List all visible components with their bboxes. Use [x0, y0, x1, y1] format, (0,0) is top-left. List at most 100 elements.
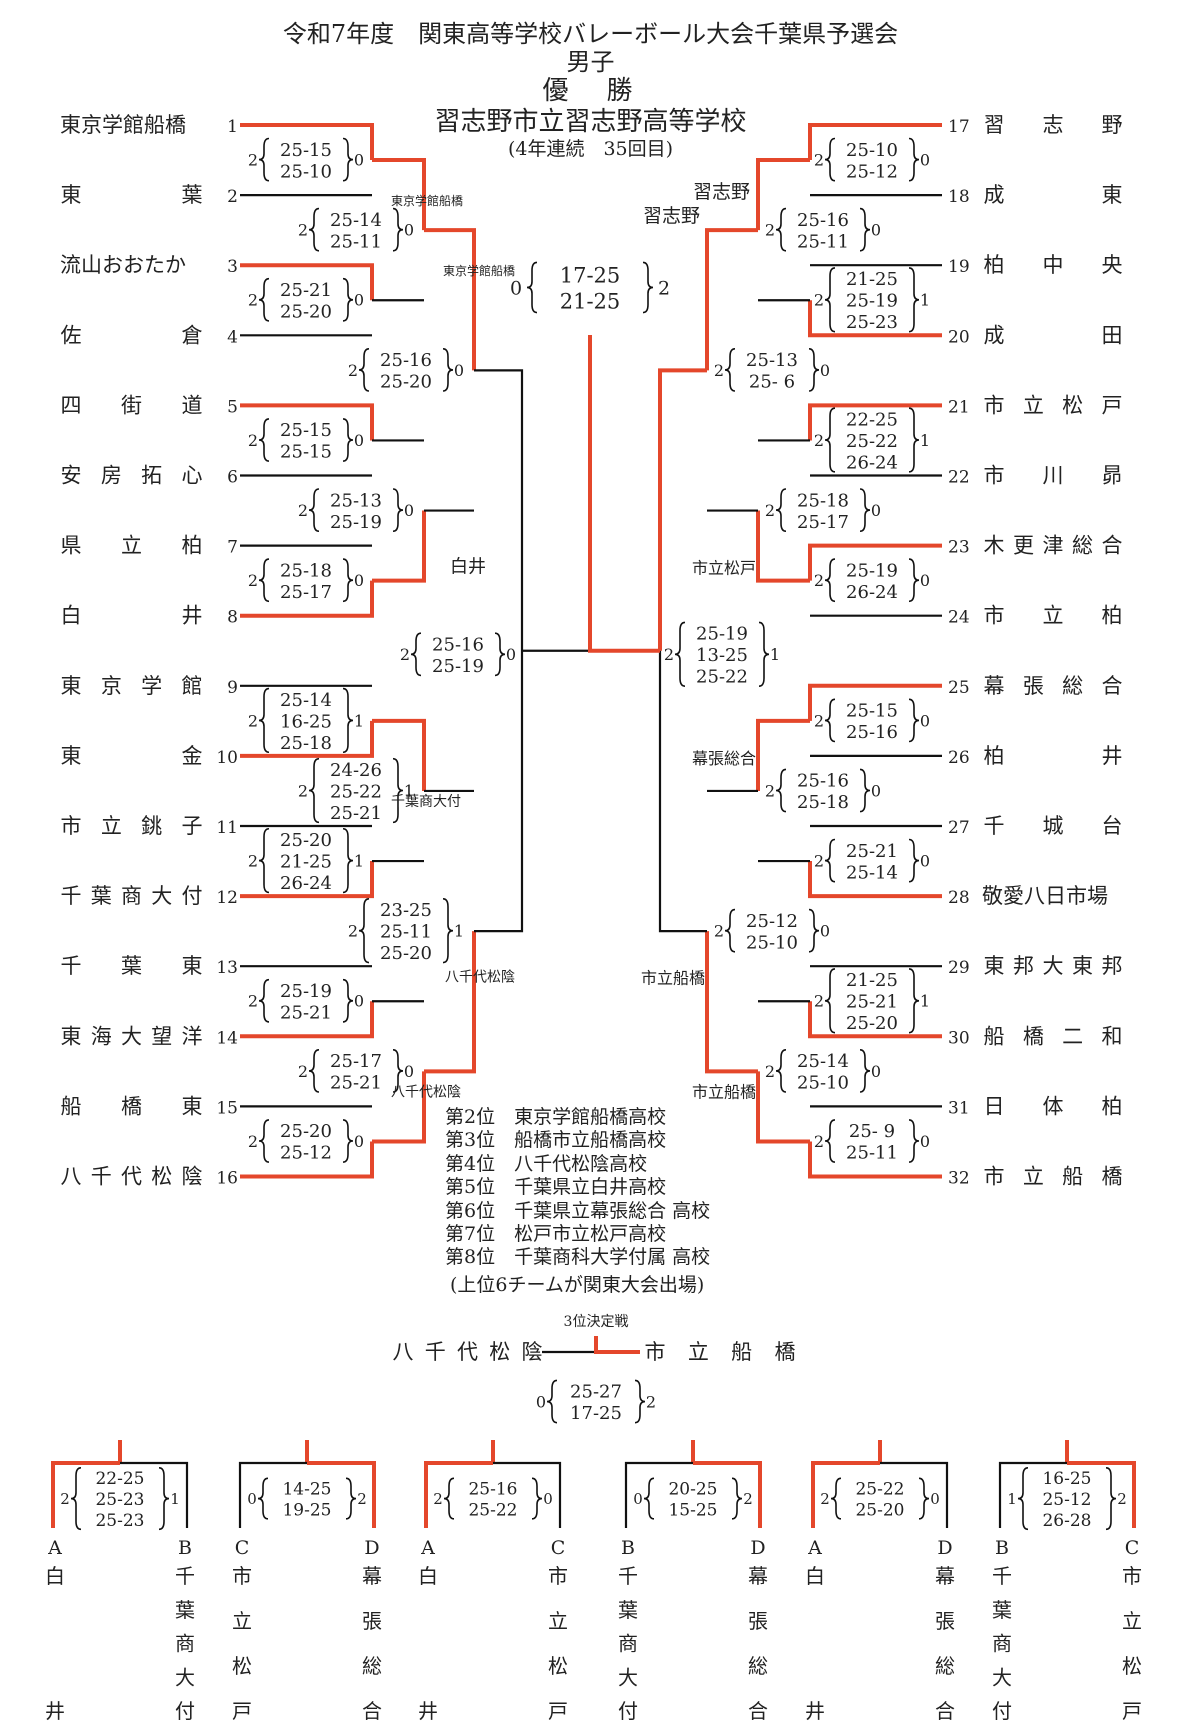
team-right-24-char-2: 柏 [1102, 604, 1123, 628]
placement-team-left-5-char-1: 葉 [992, 1598, 1012, 1622]
score-P3-0: 25-16 [468, 1480, 517, 1500]
sets-right-R2-2: 0 [871, 501, 881, 520]
placement-team-right-1-char-3: 合 [362, 1699, 382, 1723]
brace-left-P4 [643, 1477, 655, 1520]
score-R1-3-1: 25-22 [846, 431, 898, 452]
placement-team-left-4-char-1: 井 [805, 1699, 825, 1723]
score-R2-1-0: 25-16 [797, 210, 849, 231]
team-right-23-char-2: 津 [1043, 534, 1064, 558]
brace-right-R2-2 [859, 488, 871, 532]
sets-right-P3: 0 [543, 1490, 553, 1508]
right-r1-top-2 [808, 403, 942, 441]
left-r2-bot-3 [372, 1071, 426, 1144]
team-left-11-char-0: 市 [61, 814, 82, 838]
seed-left-9: 9 [227, 678, 238, 698]
placement-team-left-5-char-3: 大 [992, 1665, 1012, 1689]
third-place-left-char-1: 千 [425, 1340, 446, 1364]
team-right-20-char-1: 田 [1102, 323, 1123, 347]
team-right-30-char-0: 船 [984, 1024, 1005, 1048]
third-place-left-char-3: 松 [489, 1340, 510, 1364]
score-L1-3-1: 25-15 [280, 442, 332, 463]
brace-right-R1-1 [908, 137, 920, 182]
brace-right-F [642, 261, 654, 314]
team-left-9-char-3: 館 [182, 674, 203, 698]
left-r1-bot-5 [240, 861, 374, 899]
sets-left-R1-8: 2 [814, 1132, 824, 1151]
score-L2-3-2: 25-21 [330, 803, 382, 824]
placement-team-left-1-char-0: 市 [232, 1564, 252, 1588]
left-r3-top-0 [424, 228, 476, 371]
placement-team-right-4-char-1: 張 [935, 1609, 955, 1633]
placement-team-right-0-char-2: 商 [175, 1632, 195, 1656]
score-L3-1-0: 25-16 [380, 350, 432, 371]
sets-left-L1-1: 2 [248, 150, 258, 169]
brace-right-T3 [634, 1379, 646, 1424]
team-right-31-char-0: 日 [984, 1094, 1005, 1118]
right-r1-top-4 [808, 683, 942, 721]
team-right-29-char-4: 邦 [1102, 954, 1123, 978]
placement-team-right-5-char-0: 市 [1122, 1564, 1142, 1588]
score-R1-6-1: 25-14 [846, 862, 898, 883]
right-r1-bot-5 [808, 861, 942, 899]
team-right-32-char-0: 市 [984, 1165, 1005, 1189]
sets-left-L2-3: 2 [298, 781, 308, 800]
sets-left-R2-4: 2 [765, 1062, 775, 1081]
sets-left-P3: 2 [433, 1490, 443, 1508]
team-left-14-char-3: 望 [151, 1024, 172, 1048]
sets-right-P4: 2 [743, 1490, 753, 1508]
brace-left-R1-6 [824, 838, 836, 883]
sets-left-L1-7: 2 [248, 992, 258, 1011]
team-right-30-char-2: 二 [1062, 1024, 1083, 1048]
brace-right-L2-4 [392, 1049, 404, 1093]
rankings-note: (上位6チームが関東大会出場) [450, 1274, 705, 1296]
sets-right-R1-6: 0 [920, 851, 930, 870]
team-right-19-char-1: 中 [1043, 253, 1064, 277]
score-P4-0: 20-25 [668, 1480, 717, 1500]
score-R1-2-2: 25-23 [846, 312, 898, 333]
sets-left-P6: 1 [1007, 1490, 1017, 1508]
third-place-right-char-1: 立 [688, 1340, 709, 1364]
team-right-27-char-2: 台 [1102, 814, 1123, 838]
team-right-25-char-3: 合 [1102, 674, 1123, 698]
placement-team-right-2-char-3: 戸 [548, 1699, 568, 1723]
placement-team-right-2-char-0: 市 [548, 1564, 568, 1588]
brace-right-L3-2 [442, 898, 454, 964]
placement-key-left-2: A [420, 1537, 435, 1559]
brace-left-R1-8 [824, 1119, 836, 1163]
team-left-6-char-0: 安 [61, 464, 82, 488]
placement-team-right-1-char-1: 張 [362, 1609, 382, 1633]
brace-right-L1-7 [342, 978, 354, 1023]
score-F-0: 17-25 [560, 264, 621, 288]
team-left-12-char-2: 商 [121, 884, 142, 908]
brace-left-R2-3 [775, 768, 787, 813]
team-left-16-char-4: 陰 [182, 1165, 203, 1189]
team-right-29-char-2: 大 [1043, 954, 1064, 978]
brace-left-L1-7 [258, 978, 270, 1023]
sets-right-L1-6: 1 [354, 851, 364, 870]
seed-right-19: 19 [948, 257, 970, 277]
team-left-7-char-0: 県 [61, 534, 82, 558]
score-P5-1: 25-20 [855, 1501, 904, 1521]
team-right-22-char-0: 市 [984, 464, 1005, 488]
team-right-29-char-3: 東 [1072, 954, 1093, 978]
sets-right-R3-1: 0 [820, 361, 830, 380]
sets-left-L1-8: 2 [248, 1132, 258, 1151]
winner-label-L2-3: 千葉商大付 [391, 794, 461, 810]
placement-right-2 [493, 1461, 562, 1528]
placement-team-left-3-char-1: 葉 [618, 1598, 638, 1622]
ranking-4: 第4位 八千代松陰高校 [445, 1152, 648, 1175]
score-L1-2-1: 25-20 [280, 301, 332, 322]
score-L3-2-0: 23-25 [380, 900, 432, 921]
team-left-2-char-1: 葉 [182, 183, 203, 207]
brace-left-R4 [674, 621, 686, 687]
brace-left-P3 [443, 1477, 455, 1520]
team-left-5-char-2: 道 [182, 393, 203, 417]
final-right [588, 335, 660, 653]
right-semifinal-bot [658, 650, 707, 933]
team-left-9-char-2: 学 [141, 674, 162, 698]
brace-right-R1-5 [908, 698, 920, 743]
sets-left-R1-4: 2 [814, 571, 824, 590]
score-L1-6-1: 21-25 [280, 852, 332, 873]
placement-key-right-3: D [750, 1537, 765, 1559]
